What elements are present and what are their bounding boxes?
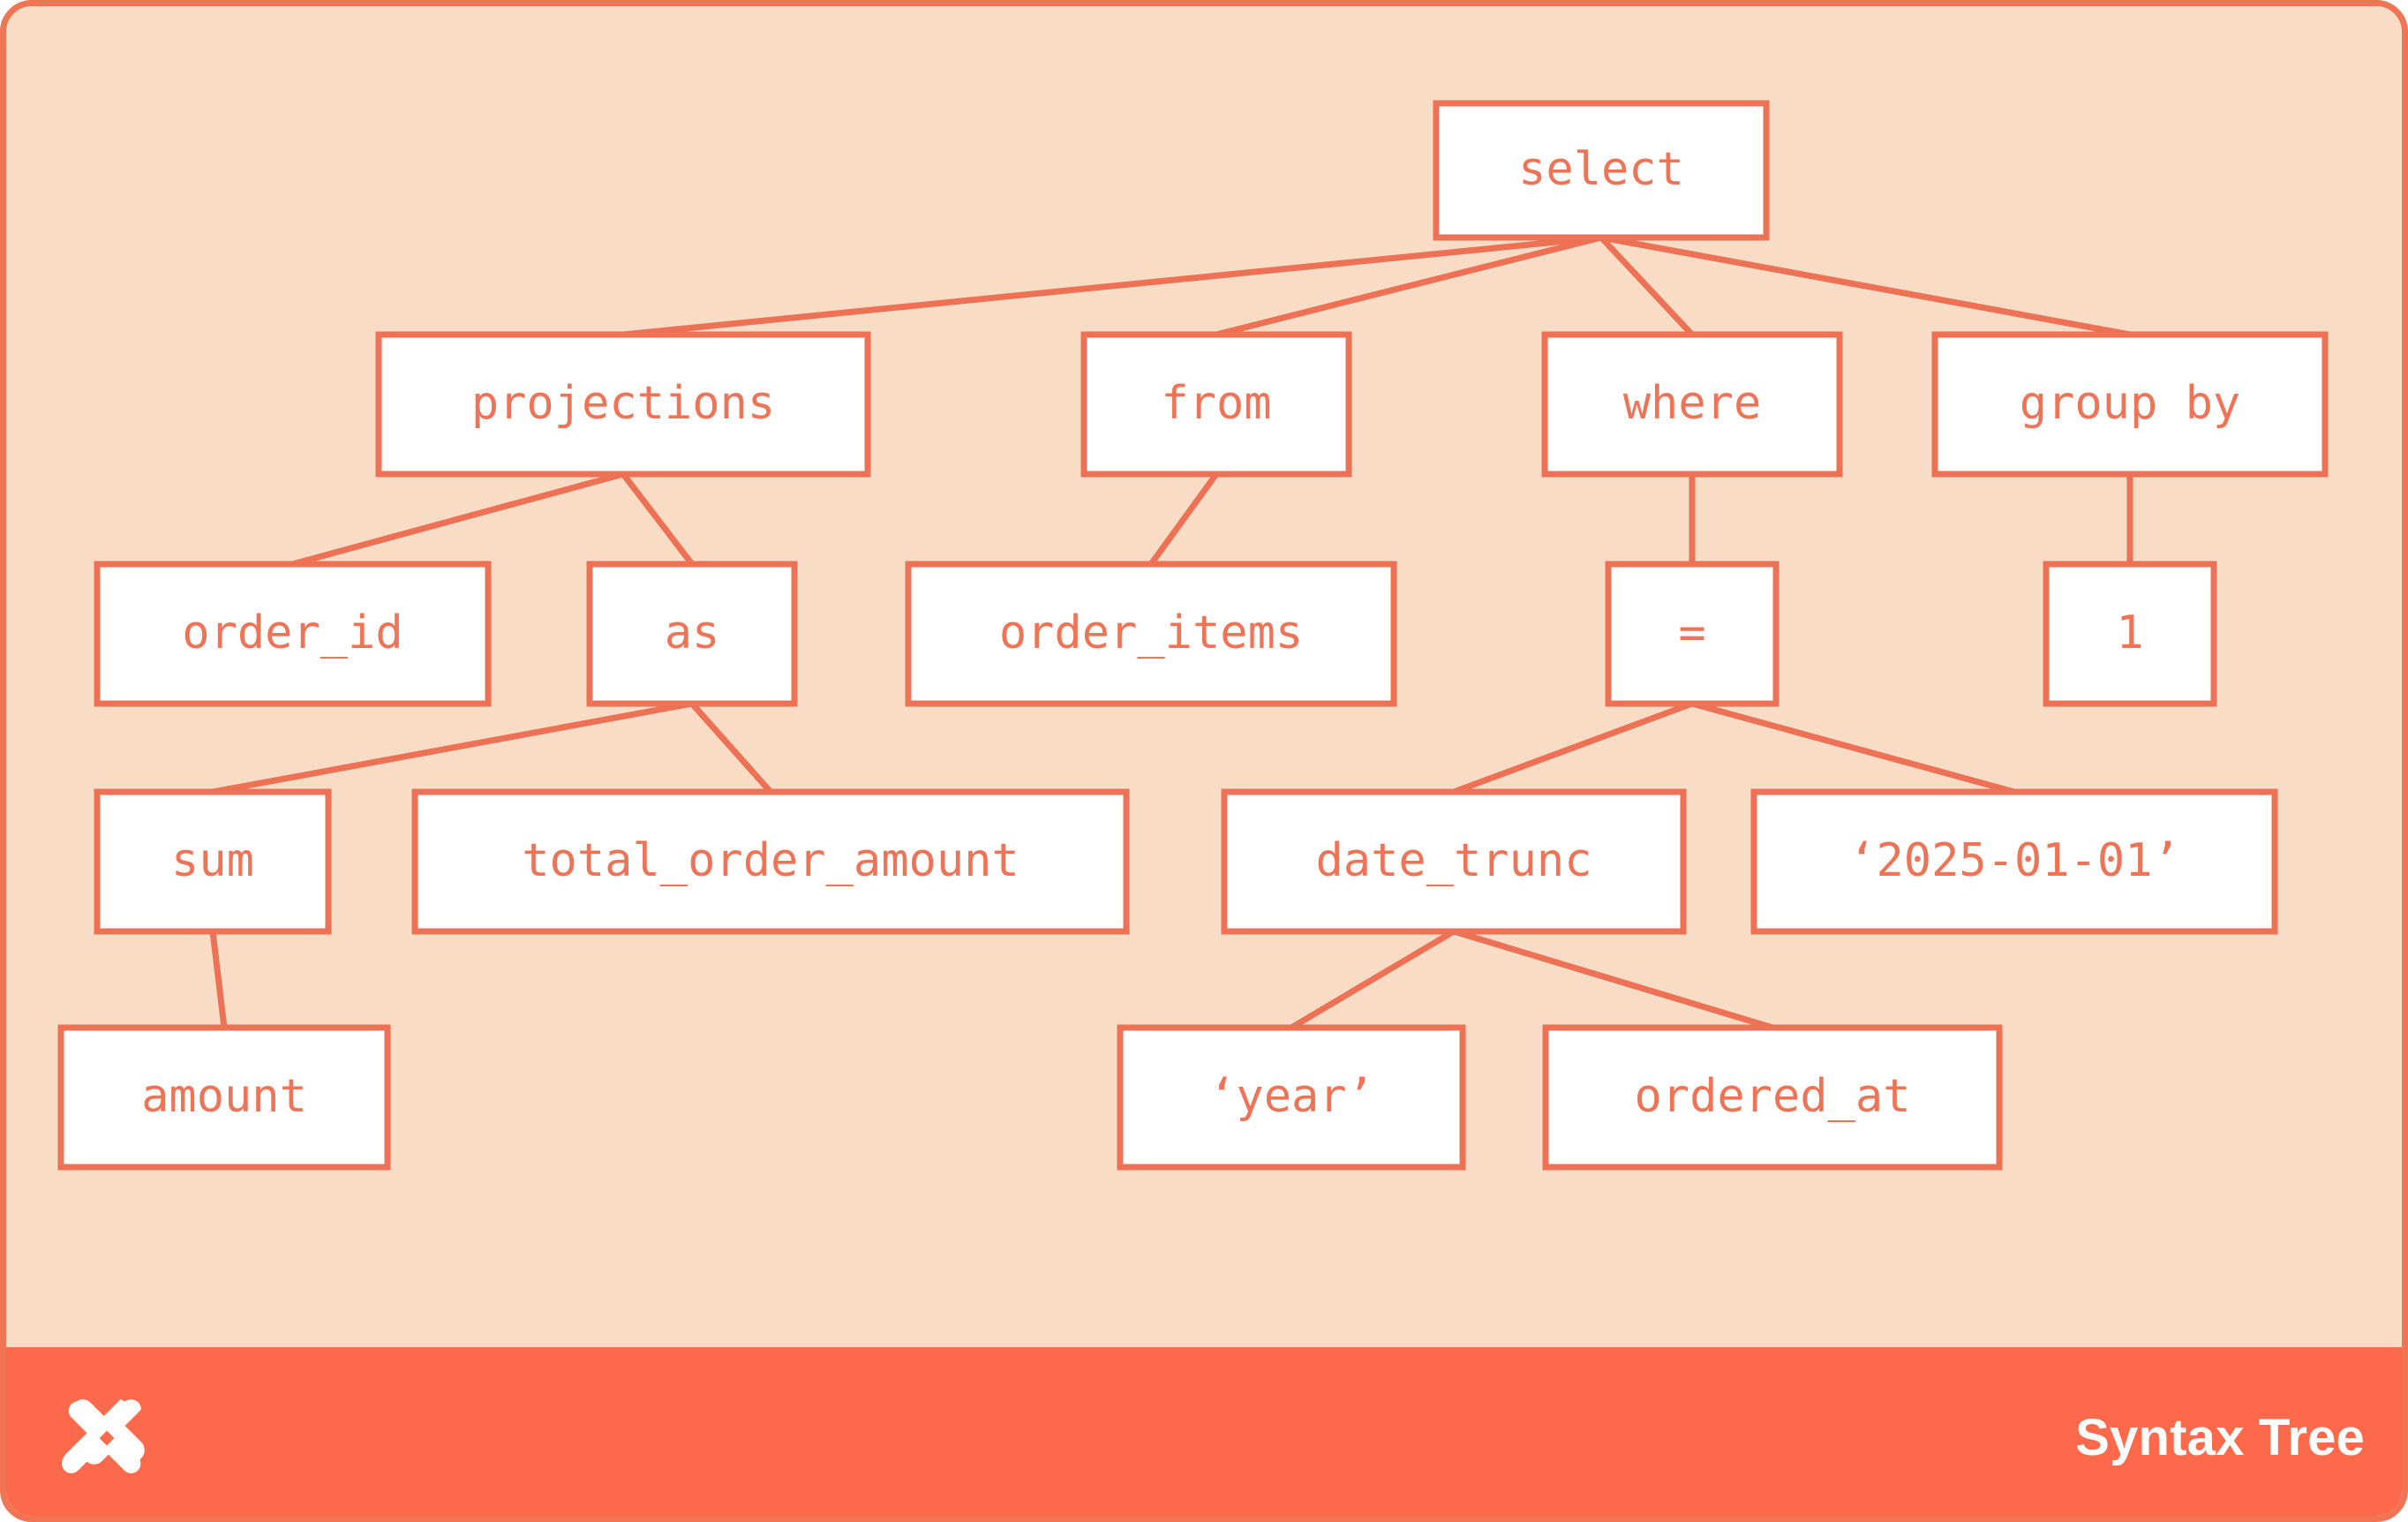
tree-edge	[1148, 471, 1219, 567]
tree-edge	[689, 701, 773, 795]
tree-edge	[1215, 234, 1602, 338]
tree-node-box	[1117, 1024, 1466, 1171]
tree-node-date_literal[interactable]: ‘2025-01-01’	[1750, 788, 2278, 935]
tree-node-label: amount	[141, 1070, 307, 1123]
x-star-logo-icon	[62, 1398, 145, 1473]
tree-node-label: sum	[171, 834, 254, 887]
tree-node-label: date_trunc	[1315, 834, 1592, 887]
tree-edge	[1600, 234, 2131, 338]
tree-node-group_by[interactable]: group by	[1931, 331, 2329, 478]
tree-edge	[1290, 928, 1456, 1031]
tree-node-order_id[interactable]: order_id	[94, 561, 492, 707]
tree-edge	[1599, 235, 1695, 337]
tree-node-as[interactable]: as	[586, 561, 798, 707]
tree-node-box	[1221, 788, 1687, 935]
tree-node-box	[586, 561, 798, 707]
tree-edge	[1452, 928, 1774, 1031]
tree-node-label: ‘2025-01-01’	[1848, 834, 2180, 887]
tree-node-where[interactable]: where	[1541, 331, 1843, 478]
tree-node-label: =	[1678, 607, 1705, 659]
tree-node-amount[interactable]: amount	[57, 1024, 391, 1171]
syntax-tree-graphic: select projections from where group by order_…	[57, 100, 2329, 1171]
tree-node-one[interactable]: 1	[2043, 561, 2217, 707]
footer-bar: Syntax Tree	[6, 1347, 2402, 1516]
tree-node-label: ordered_at	[1634, 1070, 1910, 1123]
tree-node-eq[interactable]: =	[1605, 561, 1780, 707]
tree-node-label: total_order_amount	[522, 834, 1020, 887]
tree-node-label: projections	[471, 377, 775, 430]
tree-node-sum[interactable]: sum	[94, 788, 332, 935]
tree-node-order_items[interactable]: order_items	[905, 561, 1397, 707]
tree-node-box	[1605, 561, 1780, 707]
tree-node-box	[411, 788, 1130, 935]
tree-node-box	[94, 561, 492, 707]
tree-node-total_order_amount[interactable]: total_order_amount	[411, 788, 1130, 935]
tree-node-from[interactable]: from	[1080, 331, 1352, 478]
tree-edge	[622, 234, 1602, 338]
tree-node-label: order_items	[999, 607, 1303, 659]
tree-node-label: where	[1623, 377, 1762, 430]
tree-node-box	[1750, 788, 2278, 935]
tree-node-box	[1542, 1024, 2003, 1171]
nodes-layer: select projections from where group by order_…	[57, 100, 2329, 1171]
tree-edge	[212, 700, 693, 795]
diagram-canvas: select projections from where group by order_…	[6, 6, 2402, 1352]
tree-node-label: from	[1161, 377, 1271, 430]
footer-title: Syntax Tree	[2075, 1408, 2365, 1466]
tree-node-box	[905, 561, 1397, 707]
tree-edge	[621, 471, 695, 567]
tree-node-label: order_id	[182, 607, 403, 659]
edges-layer	[209, 234, 2133, 1031]
tree-node-select[interactable]: select	[1433, 100, 1770, 241]
tree-node-label: as	[665, 607, 720, 659]
tree-node-box	[1541, 331, 1843, 478]
tree-edge	[1452, 700, 1694, 795]
tree-node-box	[57, 1024, 391, 1171]
tree-node-box	[375, 331, 871, 478]
tree-node-box	[94, 788, 332, 935]
tree-node-box	[1080, 331, 1352, 478]
tree-node-year_literal[interactable]: ‘year’	[1117, 1024, 1466, 1171]
tree-node-label: 1	[2116, 607, 2143, 659]
tree-node-label: ‘year’	[1208, 1070, 1374, 1123]
tree-node-box	[1931, 331, 2329, 478]
tree-node-ordered_at[interactable]: ordered_at	[1542, 1024, 2003, 1171]
tree-node-date_trunc[interactable]: date_trunc	[1221, 788, 1687, 935]
tree-node-label: select	[1518, 143, 1684, 196]
tree-node-box	[1433, 100, 1770, 241]
tree-edge	[209, 931, 228, 1028]
tree-edge	[1691, 700, 2015, 795]
tree-node-box	[2043, 561, 2217, 707]
tree-node-projections[interactable]: projections	[375, 331, 871, 478]
tree-node-label: group by	[2020, 377, 2240, 430]
tree-edge	[291, 471, 624, 568]
